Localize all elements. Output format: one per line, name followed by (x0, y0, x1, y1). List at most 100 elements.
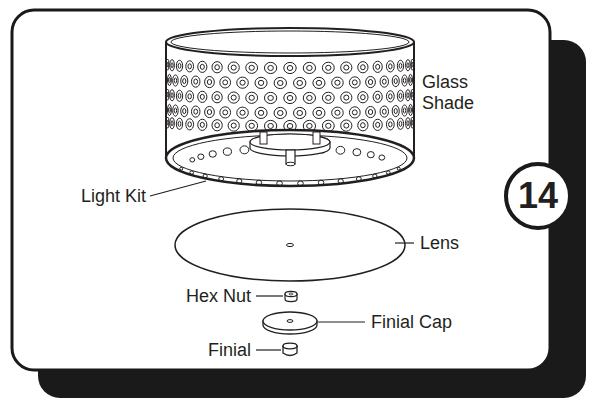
crystal-center (183, 79, 186, 84)
crystal-ring (373, 91, 382, 102)
step-number-circle: 14 (504, 162, 572, 230)
crystal-center (335, 110, 340, 115)
crystal-center (376, 122, 380, 127)
crystal-center (231, 95, 236, 100)
crystal-center (240, 110, 245, 115)
crystal (313, 77, 325, 88)
circle-shape (506, 164, 570, 228)
crystal-ring (205, 76, 215, 87)
finial-cap-top (263, 312, 317, 330)
crystal-ring (176, 60, 182, 71)
crystal (237, 179, 242, 184)
crystal-center (188, 94, 192, 99)
crystal (322, 62, 334, 73)
crystal-center (171, 93, 173, 98)
crystal-ring (397, 90, 403, 101)
crystal-ring (166, 117, 169, 128)
crystal-center (412, 120, 413, 125)
crystal (298, 181, 304, 186)
lens-hole (287, 243, 294, 246)
crystal (209, 151, 216, 157)
crystal-center (361, 123, 366, 128)
crystal-ring (322, 120, 334, 131)
crystal-ring (386, 91, 394, 102)
hex-nut-hole (289, 293, 293, 295)
crystal-ring (411, 89, 414, 100)
crystal (341, 62, 352, 73)
crystal-ring (392, 75, 399, 86)
crystal-ring (358, 62, 368, 73)
crystal-ring (322, 62, 334, 73)
crystal-ring (402, 105, 407, 116)
crystal-center (389, 64, 393, 69)
crystal-ring (186, 61, 194, 72)
crystal-center (407, 93, 409, 98)
crystal-ring (397, 60, 403, 71)
crystal-ring (212, 120, 222, 131)
crystal (322, 92, 334, 103)
shade-top-rim (166, 28, 414, 56)
crystal-center (207, 110, 211, 115)
crystal-center (268, 123, 274, 128)
crystal-ring (198, 119, 207, 130)
socket (260, 132, 267, 144)
crystal (198, 61, 207, 72)
crystal-center (326, 123, 331, 128)
finial-cap-hole (287, 320, 293, 323)
crystal (386, 61, 394, 72)
crystal-center (171, 121, 173, 126)
crystal (219, 177, 224, 181)
crystal-center (297, 110, 303, 115)
crystal-ring (341, 62, 352, 73)
crystal-center (376, 94, 380, 99)
crystal-center (344, 123, 349, 128)
crystal-ring (212, 62, 222, 73)
crystal (397, 167, 400, 170)
crystal-center (215, 123, 220, 128)
crystal-ring (409, 104, 413, 115)
crystal-ring (284, 92, 296, 103)
crystal-ring (186, 91, 194, 102)
crystal (373, 91, 382, 102)
crystal-ring (191, 76, 199, 87)
crystal (332, 107, 344, 118)
crystal-center (178, 63, 181, 68)
crystal (386, 119, 394, 130)
crystal-ring (341, 120, 352, 131)
crystal-center (307, 95, 313, 100)
crystal-ring (212, 92, 222, 103)
crystal (223, 148, 231, 155)
crystal-ring (255, 77, 267, 88)
crystal-ring (409, 74, 413, 85)
crystal (313, 107, 325, 118)
crystal-ring (168, 74, 172, 85)
crystal-center (194, 79, 198, 84)
crystal (176, 118, 182, 129)
crystal (176, 90, 182, 101)
crystal-center (410, 77, 412, 82)
crystal-ring (237, 77, 249, 88)
crystal-ring (246, 120, 258, 131)
crystal-ring (366, 106, 376, 117)
crystal (397, 118, 403, 129)
crystal-center (167, 120, 168, 125)
crystal-center (352, 80, 357, 85)
crystal-ring (373, 61, 382, 72)
crystal-center (249, 123, 254, 128)
crystal-center (174, 78, 176, 83)
leader-line (395, 242, 414, 243)
crystal-center (412, 92, 413, 97)
crystal (274, 107, 286, 118)
crystal (264, 62, 276, 73)
crystal (176, 60, 182, 71)
crystal-center (389, 122, 393, 127)
crystal-center (352, 110, 357, 115)
crystal-center (223, 80, 228, 85)
crystal (246, 120, 258, 131)
crystal (411, 117, 414, 128)
crystal (181, 75, 188, 86)
crystal-ring (303, 92, 315, 103)
crystal (341, 120, 352, 131)
crystal-center (194, 109, 198, 114)
crystal (212, 62, 222, 73)
